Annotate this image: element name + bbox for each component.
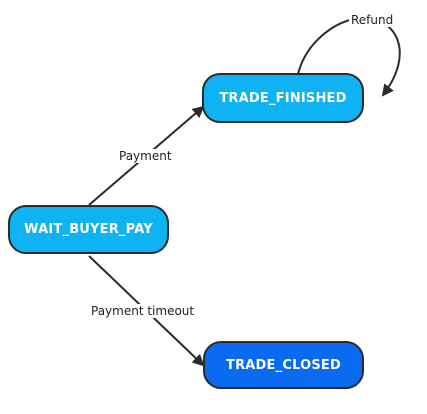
state-node-trade-closed[interactable]: TRADE_CLOSED xyxy=(203,341,364,389)
state-node-trade-finished[interactable]: TRADE_FINISHED xyxy=(202,73,364,123)
edge-label-refund: Refund xyxy=(349,13,396,27)
edge-label-payment-timeout: Payment timeout xyxy=(89,304,197,318)
state-node-label: TRADE_FINISHED xyxy=(219,90,347,106)
state-node-label: TRADE_CLOSED xyxy=(226,357,341,373)
edge-label-payment: Payment xyxy=(117,149,174,163)
state-node-wait-buyer-pay[interactable]: WAIT_BUYER_PAY xyxy=(8,205,169,254)
state-node-label: WAIT_BUYER_PAY xyxy=(24,222,153,237)
